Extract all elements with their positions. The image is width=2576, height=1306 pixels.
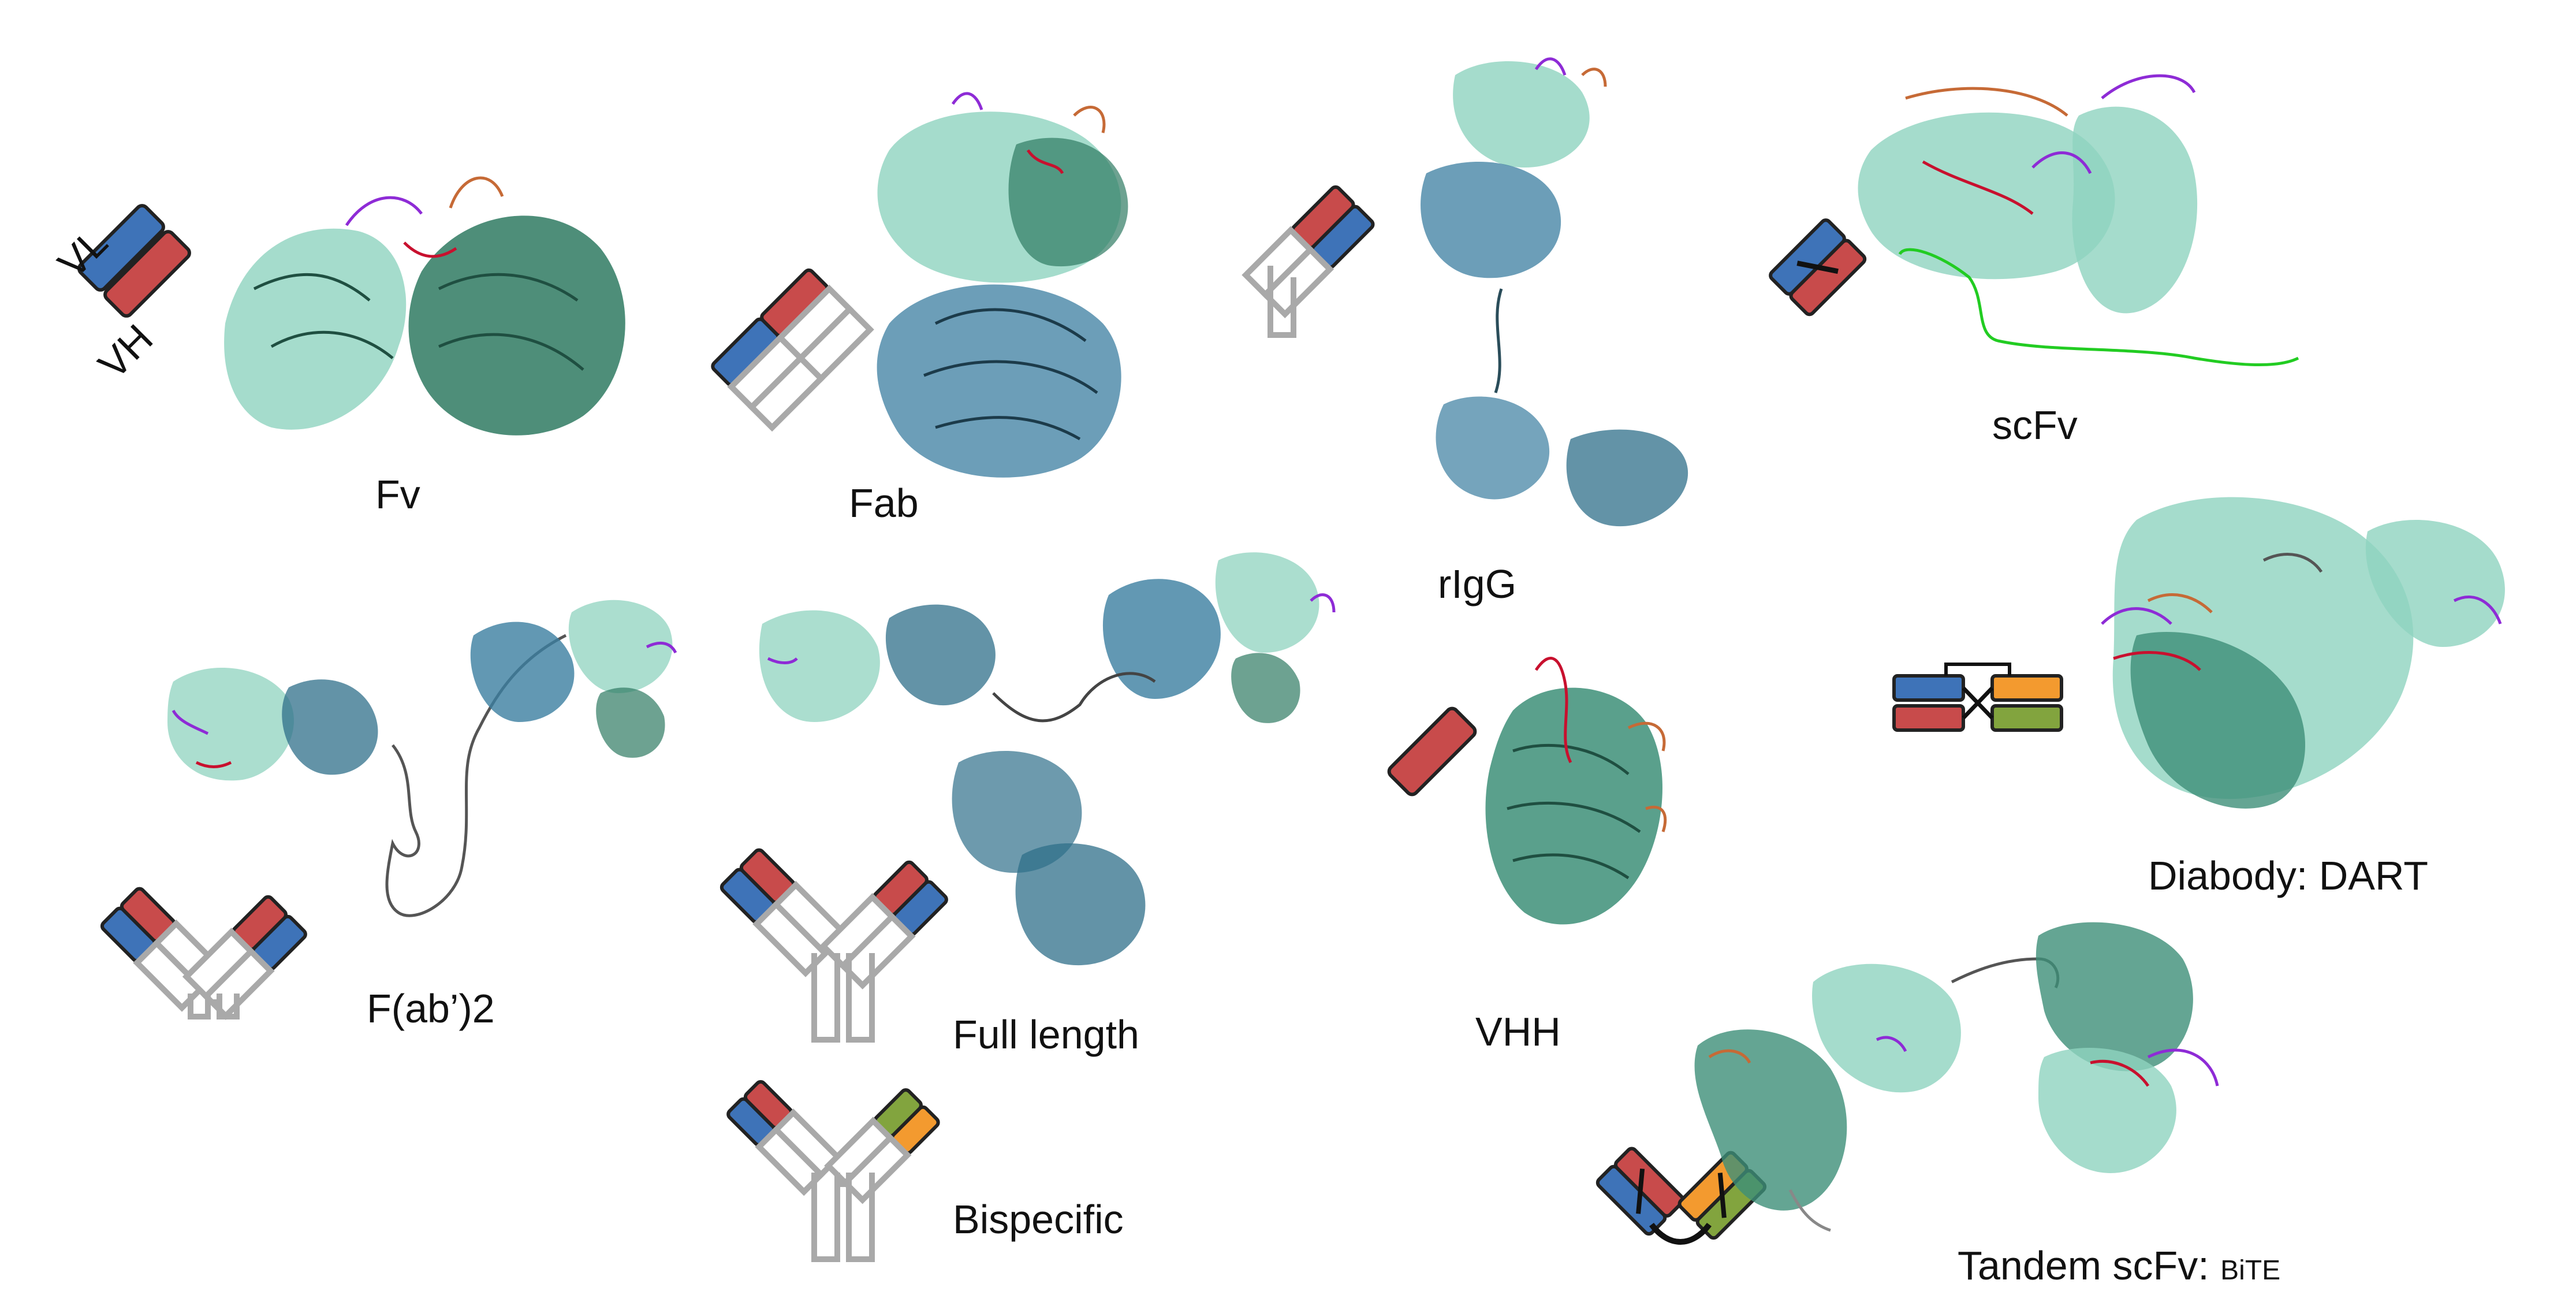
tandem-label: Tandem scFv: BiTE <box>1958 1243 2280 1288</box>
fv-structure <box>224 176 625 436</box>
diabody-label: Diabody: DART <box>2148 853 2428 898</box>
fab-structure <box>877 92 1128 478</box>
fab2-schematic <box>100 887 307 1020</box>
vhh-label: VHH <box>1475 1009 1561 1054</box>
fab-schematic <box>711 268 874 432</box>
vl-domain <box>77 204 165 292</box>
full-length-label: Full length <box>953 1012 1139 1057</box>
bispecific-schematic <box>726 1080 940 1262</box>
full-length-structure <box>759 552 1336 966</box>
vhh-schematic <box>1387 706 1477 797</box>
tandem-label-main: Tandem scFv: <box>1958 1243 2220 1288</box>
fv-label: Fv <box>375 472 420 517</box>
bispecific-label: Bispecific <box>953 1197 1124 1242</box>
fab-label: Fab <box>849 481 919 526</box>
full-length-schematic <box>720 848 948 1043</box>
scfv-structure <box>1858 74 2299 367</box>
bite-label: BiTE <box>2220 1255 2280 1286</box>
vh-domain <box>103 230 191 318</box>
fab2-structure <box>167 600 677 917</box>
rigg-label: rIgG <box>1438 561 1516 607</box>
rigg-schematic <box>1242 185 1375 338</box>
vh-label: VH <box>90 316 161 388</box>
fv-schematic: VL VH <box>49 204 191 388</box>
scfv-label: scFv <box>1992 403 2078 448</box>
tandem-structure <box>1694 922 2219 1232</box>
vhh-structure <box>1485 657 1667 925</box>
tandem-schematic <box>1595 1147 1767 1245</box>
rigg-structure <box>1421 57 1688 527</box>
scfv-schematic <box>1769 218 1867 317</box>
diabody-structure <box>2101 497 2505 809</box>
diabody-schematic <box>1892 663 2063 732</box>
fab2-label: F(ab’)2 <box>367 986 495 1031</box>
